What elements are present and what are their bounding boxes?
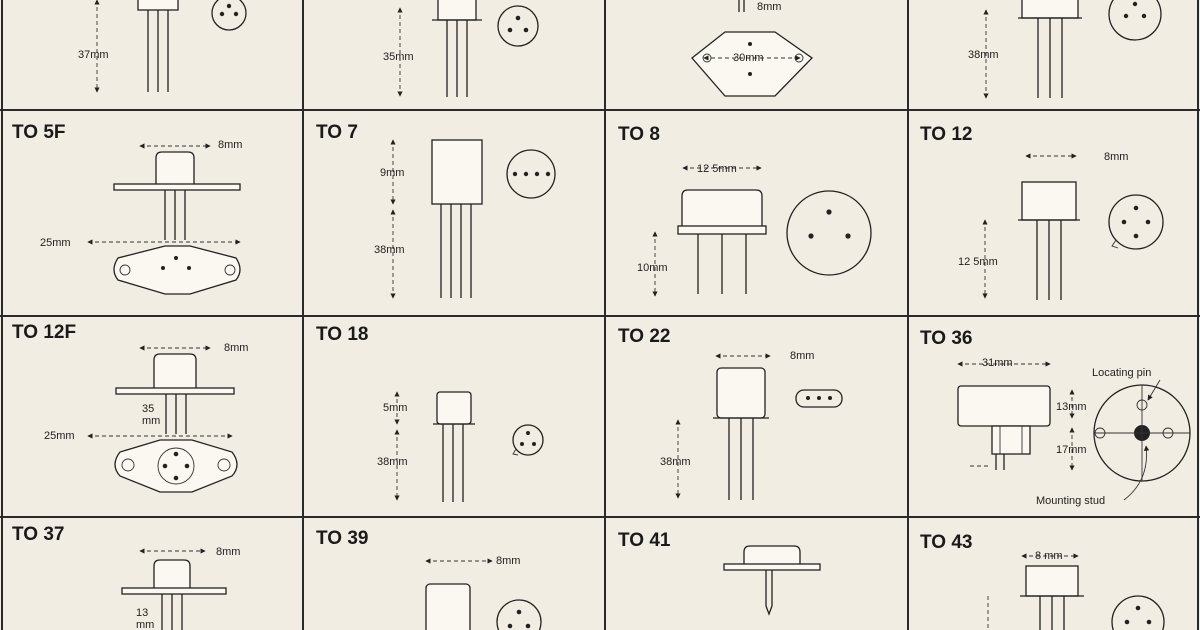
- package-body: [743, 545, 801, 567]
- package-title: TO 39: [316, 528, 368, 549]
- dim-label: 30mm: [733, 52, 764, 64]
- cell-to43: TO 43 8 mm: [920, 532, 1165, 630]
- dim-label: 8mm: [218, 139, 242, 151]
- package-body: [681, 189, 763, 229]
- pin-view: [496, 599, 542, 630]
- callout-label: Mounting stud: [1036, 495, 1105, 507]
- package-body: [436, 391, 472, 425]
- package-title: TO 36: [920, 328, 972, 349]
- cell-to18: TO 18 5mm 38mm: [316, 324, 544, 502]
- package-body: [1021, 0, 1079, 19]
- dim-label: 12 5mm: [958, 256, 998, 268]
- package-body: [431, 139, 483, 205]
- cell-r0c2: 8mm 30mm: [691, 0, 813, 97]
- cell-r0c0: 37mm: [78, 0, 247, 93]
- callout-label: Locating pin: [1092, 367, 1151, 379]
- dim-label: 38mm: [968, 49, 999, 61]
- package-title: TO 22: [618, 326, 670, 347]
- package-body: [155, 151, 195, 187]
- dim-label: 25mm: [40, 237, 71, 249]
- dim-label: 13mm: [1056, 401, 1087, 413]
- cell-r0c1: 35mm: [383, 0, 539, 97]
- dim-label: 8mm: [790, 350, 814, 362]
- dim-label: 38mm: [377, 456, 408, 468]
- flange-outline: [114, 439, 238, 493]
- flange-outline: [113, 245, 241, 295]
- dim-label: 9mm: [380, 167, 404, 179]
- mounting-stud: [991, 425, 1031, 455]
- package-body: [153, 559, 191, 593]
- dim-label: 8mm: [496, 555, 520, 567]
- dim-label: 8mm: [216, 546, 240, 558]
- cell-to39: TO 39 8mm: [316, 528, 542, 630]
- dim-label: mm: [136, 619, 154, 630]
- flange: [677, 225, 767, 235]
- cell-to7: TO 7 9mm 38mm: [316, 122, 556, 299]
- dim-label: 13: [136, 607, 148, 619]
- package-title: TO 7: [316, 122, 358, 143]
- package-body: [153, 353, 197, 391]
- flange: [723, 563, 821, 571]
- flange: [115, 387, 235, 395]
- package-body: [1025, 565, 1079, 597]
- pin-view: [1111, 595, 1165, 630]
- package-body: [1021, 181, 1077, 221]
- pin-view: [211, 0, 247, 31]
- dim-label: 38mm: [660, 456, 691, 468]
- flange: [121, 587, 227, 595]
- dim-label: 25mm: [44, 430, 75, 442]
- cell-r0c3: 38mm: [968, 0, 1162, 99]
- pin-view: [1108, 0, 1162, 41]
- package-title: TO 41: [618, 530, 671, 551]
- pin-view: [1108, 194, 1164, 250]
- package-title: TO 12: [920, 124, 972, 145]
- dim-label: 31mm: [982, 357, 1013, 369]
- dim-label: 8mm: [757, 1, 781, 13]
- pin-view: [497, 5, 539, 47]
- dim-label: 12 5mm: [697, 163, 737, 175]
- dim-label: 8mm: [224, 342, 248, 354]
- cell-to41: TO 41: [618, 530, 821, 616]
- pin-view: [786, 190, 872, 276]
- cell-to22: TO 22 8mm 38mm: [618, 326, 843, 500]
- pin-view: [512, 424, 544, 456]
- package-body: [137, 0, 179, 11]
- package-body: [957, 385, 1051, 427]
- dim-label: 35: [142, 403, 154, 415]
- dim-label: 37mm: [78, 49, 109, 61]
- package-title: TO 8: [618, 124, 660, 145]
- cell-to37: TO 37 8mm 13 mm: [12, 524, 240, 630]
- pin-view: [506, 149, 556, 199]
- cell-to12f: TO 12F 8mm 35 mm 25mm: [12, 322, 248, 493]
- cell-to12: TO 12 8mm 12 5mm: [920, 124, 1164, 300]
- dim-label: 8mm: [1104, 151, 1128, 163]
- pin-view: [795, 389, 843, 408]
- package-title: TO 43: [920, 532, 972, 553]
- package-title: TO 18: [316, 324, 368, 345]
- cell-to8: TO 8 12 5mm 10mm: [618, 124, 872, 297]
- flange: [113, 183, 241, 191]
- dim-label: mm: [142, 415, 160, 427]
- dim-label: 17mm: [1056, 444, 1087, 456]
- cell-to5f: TO 5F 8mm 25mm: [12, 122, 242, 295]
- package-body: [716, 367, 766, 419]
- flange-outline: [691, 31, 813, 97]
- package-title: TO 37: [12, 524, 64, 545]
- package-title: TO 12F: [12, 322, 76, 343]
- dim-label: 35mm: [383, 51, 414, 63]
- dim-label: 5mm: [383, 402, 407, 414]
- package-title: TO 5F: [12, 122, 66, 143]
- dim-label: 38mm: [374, 244, 405, 256]
- package-body: [437, 0, 477, 21]
- package-body: [425, 583, 471, 630]
- dim-label: 8 mm: [1035, 550, 1063, 562]
- cell-to36: TO 36 31mm 13mm 17mm Locating pin Mounti…: [920, 328, 1191, 507]
- dim-label: 10mm: [637, 262, 668, 274]
